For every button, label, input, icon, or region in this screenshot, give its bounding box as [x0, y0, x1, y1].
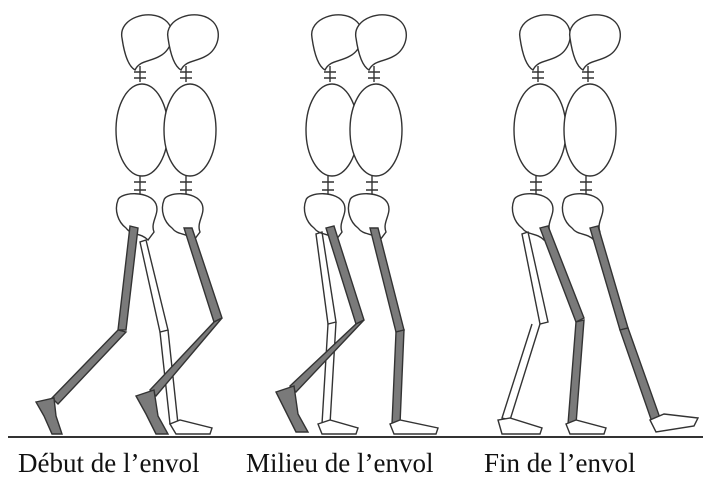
- caption-milieu: Milieu de l’envol: [246, 448, 433, 479]
- skeleton-front: [562, 15, 698, 432]
- caption-fin: Fin de l’envol: [484, 448, 635, 479]
- skeleton-front: [348, 15, 438, 434]
- skeleton-pair-debut: [36, 15, 222, 434]
- skeleton-pair-fin: [498, 15, 698, 434]
- skeleton-pair-milieu: [276, 15, 438, 434]
- skeleton-back: [276, 15, 364, 434]
- caption-debut: Début de l’envol: [18, 448, 199, 479]
